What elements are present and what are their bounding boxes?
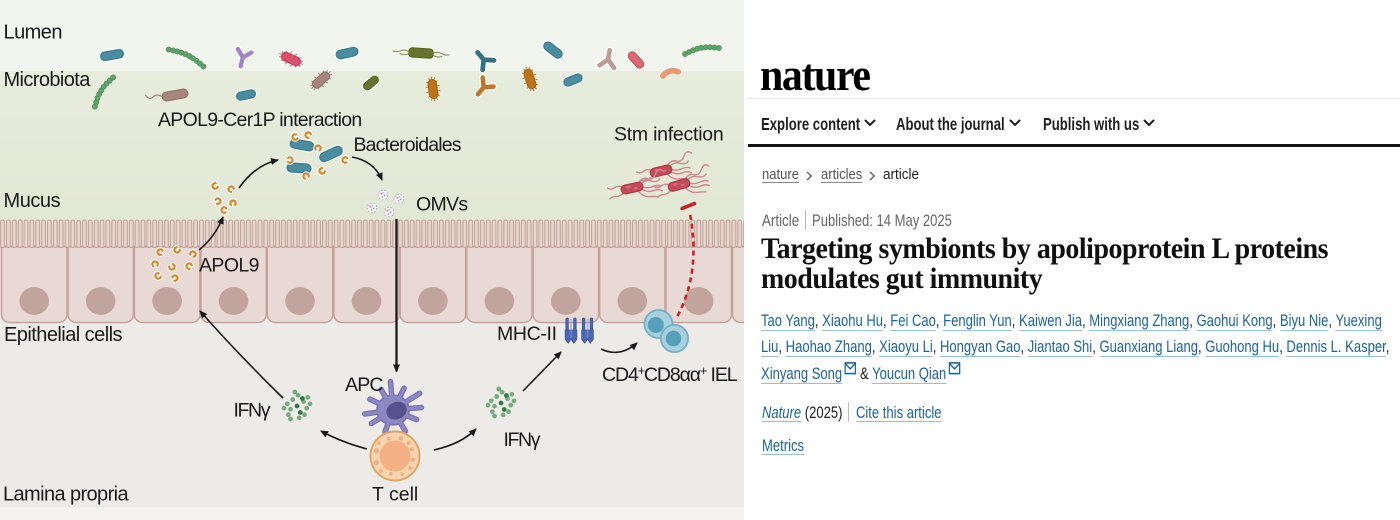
svg-text:Epithelial cells: Epithelial cells: [4, 324, 122, 346]
svg-text:Lamina propria: Lamina propria: [3, 484, 129, 506]
svg-text:Stm infection: Stm infection: [614, 124, 723, 146]
svg-text:Lumen: Lumen: [4, 22, 62, 44]
svg-text:Mucus: Mucus: [4, 190, 61, 212]
svg-text:CD4+CD8αα+ IEL: CD4+CD8αα+ IEL: [602, 364, 738, 386]
svg-text:IFNγ: IFNγ: [234, 400, 271, 422]
svg-text:Bacteroidales: Bacteroidales: [354, 134, 462, 156]
svg-text:Microbiota: Microbiota: [4, 69, 92, 91]
svg-text:APOL9: APOL9: [199, 255, 259, 277]
svg-text:APOL9-Cer1P interaction: APOL9-Cer1P interaction: [158, 109, 362, 131]
svg-text:OMVs: OMVs: [416, 194, 468, 216]
svg-text:MHC-II: MHC-II: [497, 323, 557, 345]
svg-text:IFNγ: IFNγ: [504, 429, 541, 451]
svg-text:APC: APC: [345, 374, 383, 396]
svg-text:T cell: T cell: [372, 484, 418, 506]
